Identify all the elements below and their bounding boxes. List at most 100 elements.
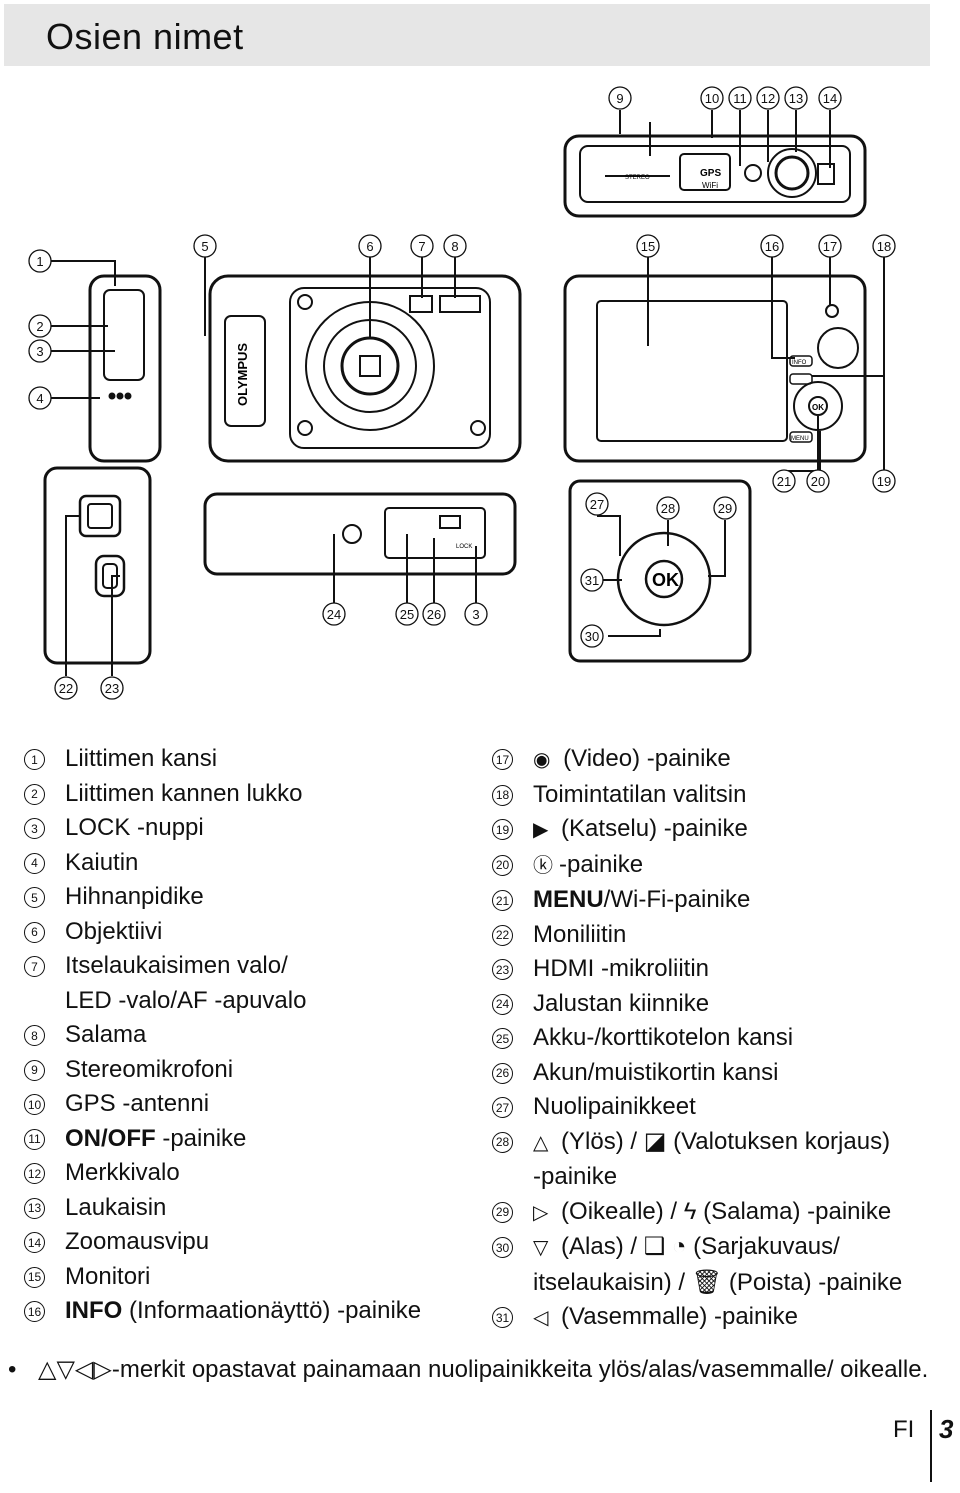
callout-22: 22 [54, 676, 78, 700]
ok-small-label: OK [812, 403, 824, 412]
callout-11: 11 [728, 86, 752, 110]
legend-icon: △ [533, 1131, 549, 1154]
svg-text:24: 24 [327, 607, 341, 622]
svg-text:29: 29 [718, 501, 732, 516]
callout-lines [40, 110, 885, 676]
legend-icon: ◁ [533, 1307, 549, 1329]
callout-15: 15 [636, 234, 660, 258]
svg-text:21: 21 [777, 474, 791, 489]
callout-26: 26 [422, 602, 446, 626]
legend-text: Nuolipainikkeet [533, 1090, 942, 1125]
legend-text: Liittimen kansi [65, 742, 484, 777]
legend-label: GPS -antenni [65, 1090, 210, 1117]
legend-label: (Oikealle) / ϟ (Salama) -painike [554, 1197, 892, 1225]
svg-text:15: 15 [641, 239, 655, 254]
legend-number: 27 [492, 1097, 513, 1118]
legend-text: Itselaukaisimen valo/ [65, 949, 484, 984]
svg-text:5: 5 [201, 239, 208, 254]
legend-number: 21 [492, 890, 513, 911]
stereo-label: STEREO [625, 175, 650, 181]
legend-label: Jalustan kiinnike [533, 989, 710, 1017]
legend-label: (Vasemmalle) -painike [554, 1303, 799, 1330]
legend-number: 18 [492, 784, 513, 806]
svg-text:3: 3 [36, 344, 43, 359]
legend-item: 27 Nuolipainikkeet [492, 1090, 942, 1125]
callout-4: 4 [28, 386, 52, 410]
legend-label: (Alas) / ❑ ◔ (Sarjakuvaus/ [554, 1233, 840, 1260]
info-small-label: INFO [792, 360, 807, 366]
legend-icon: ▷ [533, 1201, 549, 1224]
callout-numbers: 9 10 11 12 13 14 1 2 3 4 5 6 7 8 15 16 1… [28, 86, 896, 700]
callout-24: 24 [322, 602, 346, 626]
legend-number: 20 [492, 854, 513, 876]
legend-text: ▶ (Katselu) -painike [533, 812, 942, 848]
legend-text: itselaukaisin) / 🗑 (Poista) -painike [533, 1266, 942, 1301]
legend-number: 1 [24, 749, 45, 770]
legend-number: 10 [24, 1094, 45, 1115]
menu-small-label: MENU [791, 436, 809, 442]
title-bar: Osien nimet [4, 4, 930, 66]
olympus-logo-text: OLYMPUS [235, 343, 250, 406]
legend-label: HDMI -mikroliitin [533, 955, 709, 982]
legend-number: 19 [492, 819, 513, 840]
callout-16: 16 [760, 234, 784, 258]
callout-10: 10 [700, 86, 724, 110]
legend-label: -painike [559, 850, 644, 878]
legend-label: Itselaukaisimen valo/ [65, 952, 288, 979]
legend-number: 3 [24, 818, 45, 839]
camera-diagram: GPS WiFi STEREO OLYMPUS [0, 76, 960, 716]
note-arrows: △▽◁▷ [38, 1356, 112, 1383]
legend-item: LED -valo/AF -apuvalo [24, 984, 484, 1019]
legend-item: 8 Salama [24, 1018, 484, 1053]
legend-text: Moniliitin [533, 918, 942, 953]
callout-21: 21 [772, 469, 796, 493]
gps-label: GPS [700, 168, 721, 179]
legend-item: 31 ◁ (Vasemmalle) -painike [492, 1300, 942, 1336]
legend-label: Akku-/korttikotelon kansi [533, 1024, 794, 1051]
callout-13: 13 [784, 86, 808, 110]
legend-label: Akun/muistikortin kansi [533, 1058, 779, 1086]
legend-label: (Video) -painike [556, 745, 731, 772]
callout-27: 27 [585, 492, 609, 516]
legend-number: 31 [492, 1307, 513, 1328]
legend-text: LOCK -nuppi [65, 811, 484, 846]
legend-number: 9 [24, 1059, 45, 1081]
svg-text:9: 9 [616, 91, 623, 106]
legend-number: 5 [24, 887, 45, 908]
legend-number: 15 [24, 1266, 45, 1288]
callout-1: 1 [28, 249, 52, 273]
svg-text:10: 10 [705, 91, 719, 106]
legend-number: 28 [492, 1131, 513, 1153]
svg-text:6: 6 [366, 239, 373, 254]
svg-text:22: 22 [59, 681, 73, 696]
legend-text: Toimintatilan valitsin [533, 778, 942, 813]
legend-label: Monitori [65, 1262, 151, 1290]
legend-label: Salama [65, 1021, 147, 1048]
footer-divider [930, 1410, 932, 1482]
legend-item: 29▷ (Oikealle) / ϟ (Salama) -painike [492, 1195, 942, 1231]
legend-number: 13 [24, 1197, 45, 1219]
legend-number: 2 [24, 783, 45, 805]
legend-text: Hihnanpidike [65, 880, 484, 915]
legend-number: 8 [24, 1025, 45, 1046]
legend-text: Salama [65, 1018, 484, 1053]
legend-item: 3 LOCK -nuppi [24, 811, 484, 846]
legend-icon: ▽ [533, 1237, 549, 1259]
svg-text:13: 13 [789, 91, 803, 106]
legend-text: ▷ (Oikealle) / ϟ (Salama) -painike [533, 1195, 942, 1231]
callout-7: 7 [410, 234, 434, 258]
legend-label: Kaiutin [65, 848, 139, 876]
legend-text: -painike [533, 1160, 942, 1195]
note-body: △▽◁▷-merkit opastavat painamaan nuolipai… [38, 1354, 938, 1386]
legend-item: 5 Hihnanpidike [24, 880, 484, 915]
legend-item: 1 Liittimen kansi [24, 742, 484, 777]
svg-text:8: 8 [451, 239, 458, 254]
connector-door-view [43, 466, 152, 665]
legend-label: Laukaisin [65, 1193, 167, 1221]
